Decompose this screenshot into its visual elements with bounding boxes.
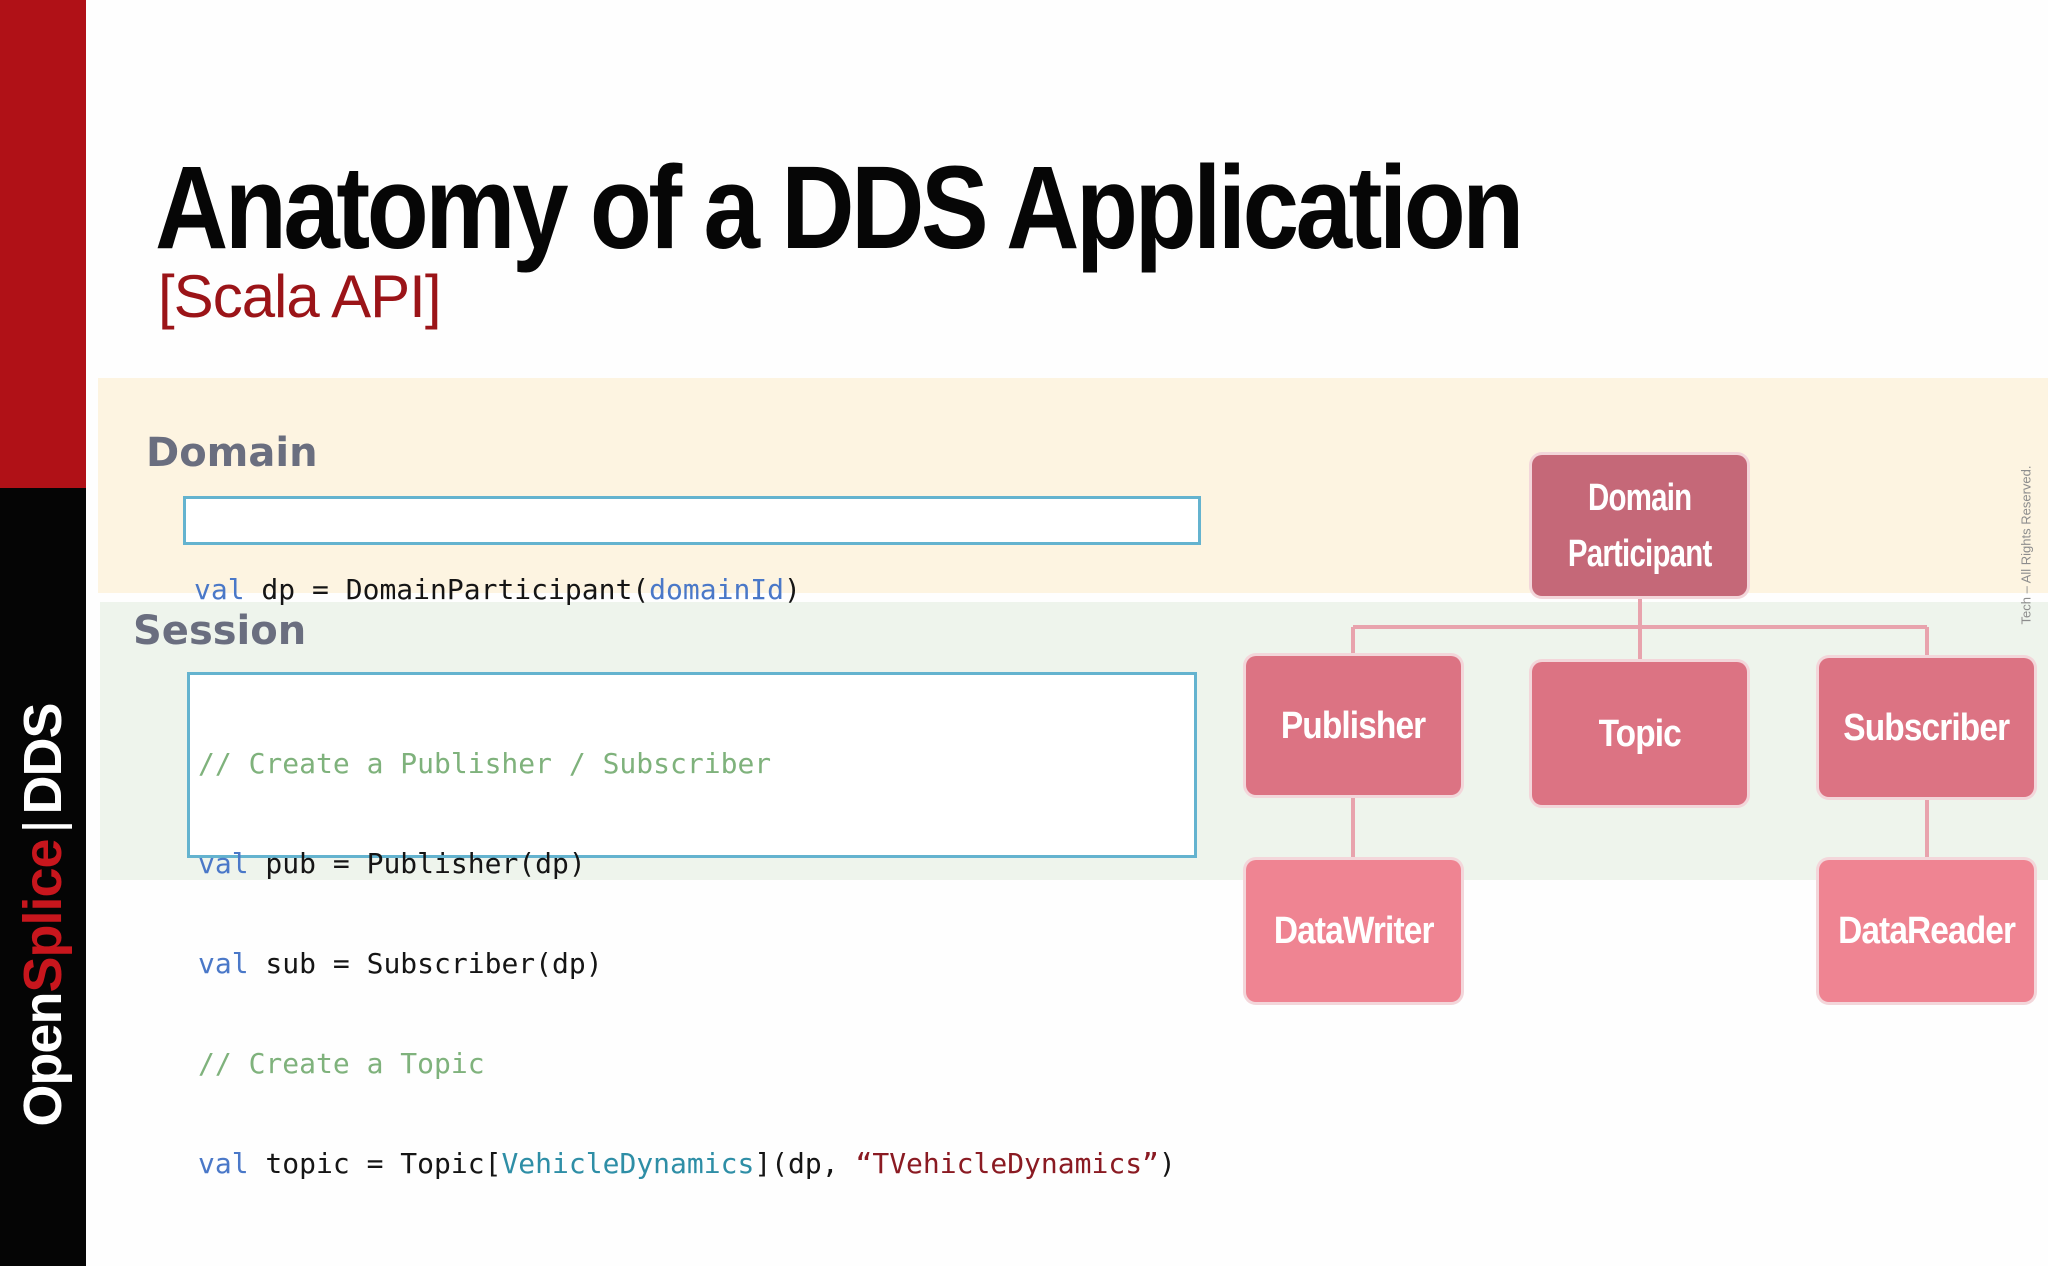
code-line-topic: val topic = Topic[VehicleDynamics](dp, “… [198,1147,1176,1180]
subscriber-node: Subscriber [1819,658,2034,797]
domain-code-box: val dp = DomainParticipant(domainId) [183,496,1201,606]
publisher-node: Publisher [1246,656,1461,795]
sidebar-black-block [0,488,86,1266]
datawriter-node: DataWriter [1246,860,1461,1002]
domain-section-label: Domain [146,430,318,476]
code-line-subscriber: val sub = Subscriber(dp) [198,947,603,980]
slide-subtitle: [Scala API] [158,263,441,330]
copyright-notice: Tech – All Rights Reserved. [2018,465,2034,625]
slide-title: Anatomy of a DDS Application [155,142,1524,274]
code-line-comment-pubsub: // Create a Publisher / Subscriber [198,747,772,780]
session-code-box: // Create a Publisher / Subscriber val p… [187,672,1197,1180]
code-line-comment-topic: // Create a Topic [198,1047,485,1080]
sidebar-red-block [0,0,86,488]
code-line-publisher: val pub = Publisher(dp) [198,847,586,880]
code-line-domain-participant: val dp = DomainParticipant(domainId) [194,573,801,606]
topic-node: Topic [1532,662,1747,805]
session-section-label: Session [133,608,307,654]
datareader-node: DataReader [1819,860,2034,1002]
